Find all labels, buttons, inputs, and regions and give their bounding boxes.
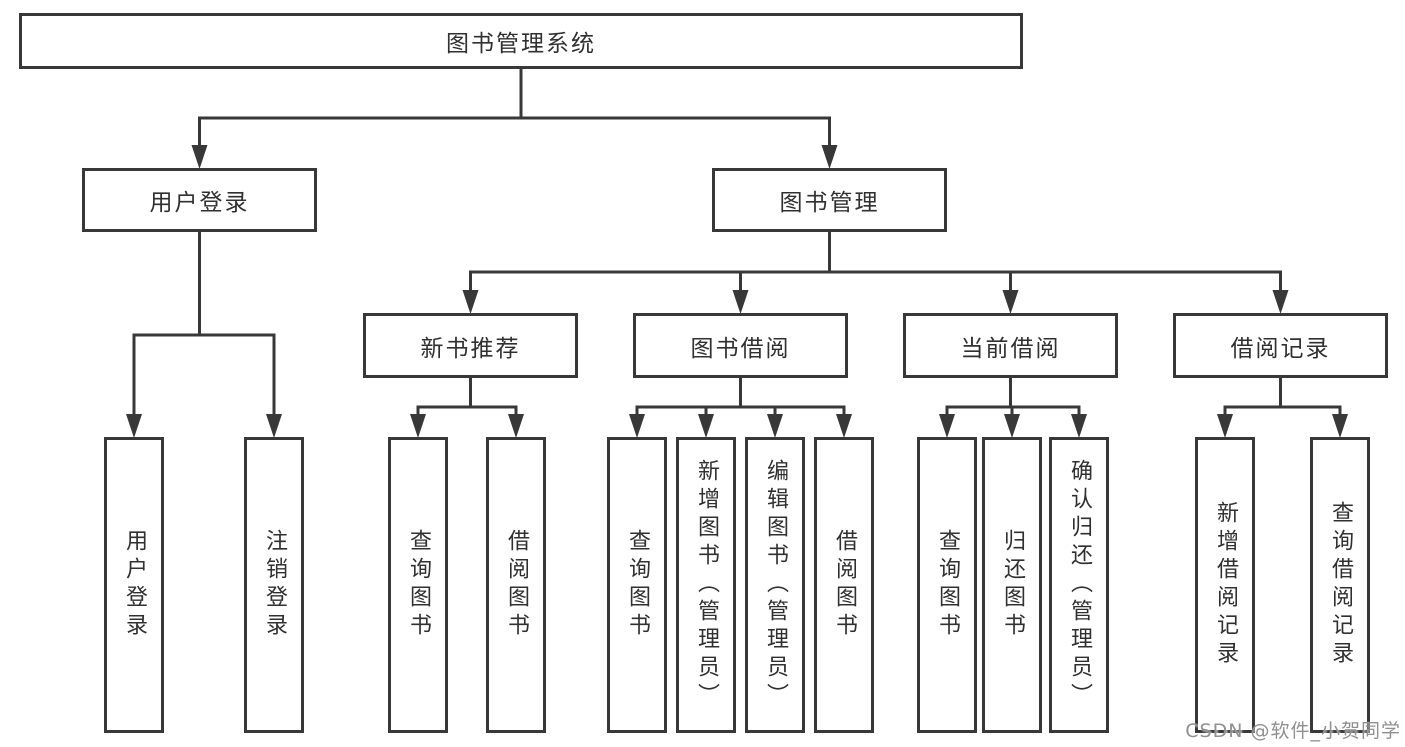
leaf-user-login: 用户登录 <box>104 437 164 733</box>
node-current-borrowing: 当前借阅 <box>903 313 1118 378</box>
node-book-management: 图书管理 <box>712 168 947 232</box>
leaf-query-books-current: 查询图书 <box>917 437 977 733</box>
leaf-return-books: 归还图书 <box>982 437 1042 733</box>
leaf-query-books-borrow: 查询图书 <box>607 437 667 733</box>
leaf-add-borrow-record: 新增借阅记录 <box>1195 437 1255 733</box>
node-new-book-recommendation: 新书推荐 <box>363 313 578 378</box>
csdn-watermark: CSDN @软件_小贺同学 <box>1185 720 1401 742</box>
leaf-add-books-admin: 新增图书（管理员） <box>676 437 736 733</box>
node-user-login: 用户登录 <box>82 168 317 232</box>
leaf-logout: 注销登录 <box>244 437 304 733</box>
leaf-confirm-return-admin: 确认归还（管理员） <box>1049 437 1109 733</box>
leaf-borrow-books: 借阅图书 <box>814 437 874 733</box>
leaf-query-books-recommend: 查询图书 <box>388 437 448 733</box>
leaf-edit-books-admin: 编辑图书（管理员） <box>745 437 805 733</box>
leaf-query-borrow-record: 查询借阅记录 <box>1310 437 1370 733</box>
leaf-borrow-books-recommend: 借阅图书 <box>486 437 546 733</box>
node-library-system: 图书管理系统 <box>19 13 1023 69</box>
node-borrowing-records: 借阅记录 <box>1173 313 1388 378</box>
node-book-borrowing: 图书借阅 <box>633 313 848 378</box>
